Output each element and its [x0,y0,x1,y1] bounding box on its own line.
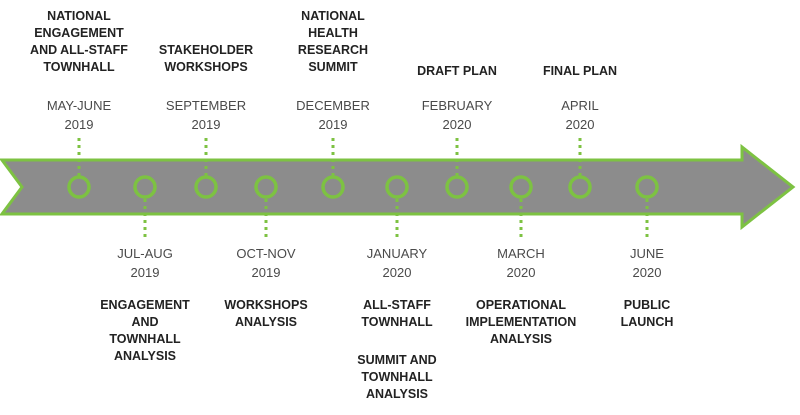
milestone-label: NATIONAL HEALTH RESEARCH SUMMIT [297,9,369,74]
milestone-date: SEPTEMBER 2019 [165,98,247,132]
milestone-date: APRIL 2020 [561,98,599,132]
milestone-label: NATIONAL ENGAGEMENT AND ALL-STAFF TOWNHA… [30,9,128,74]
milestone-label: FINAL PLAN [542,64,618,78]
milestone-node [67,175,91,199]
milestone-node [568,175,592,199]
milestone-date: OCT-NOV 2019 [236,246,296,280]
milestone-label: WORKSHOPS ANALYSIS [224,298,308,329]
milestone-node [321,175,345,199]
milestone-node [194,175,218,199]
milestone-node [133,175,157,199]
milestone-node [445,175,469,199]
milestone-date: JANUARY 2020 [366,246,428,280]
milestone-label: PUBLIC LAUNCH [620,298,674,329]
milestone-label: DRAFT PLAN [417,64,497,78]
milestone-label: OPERATIONAL IMPLEMENTATION ANALYSIS [465,298,577,346]
milestone-date: JUL-AUG 2019 [117,246,173,280]
milestone-node [385,175,409,199]
milestone-label: ALL-STAFF TOWNHALL [361,298,433,329]
milestone-node [509,175,533,199]
milestone-date: JUNE 2020 [630,246,664,280]
milestone-node [635,175,659,199]
milestone-node [254,175,278,199]
milestone-date: DECEMBER 2019 [296,98,370,132]
milestone-label-secondary: SUMMIT AND TOWNHALL ANALYSIS [357,353,437,401]
milestone-label: ENGAGEMENT AND TOWNHALL ANALYSIS [100,298,190,363]
milestone-label: STAKEHOLDER WORKSHOPS [158,43,254,74]
milestone-date: MARCH 2020 [497,246,545,280]
milestone-date: MAY-JUNE 2019 [46,98,112,132]
milestone-date: FEBRUARY 2020 [421,98,493,132]
